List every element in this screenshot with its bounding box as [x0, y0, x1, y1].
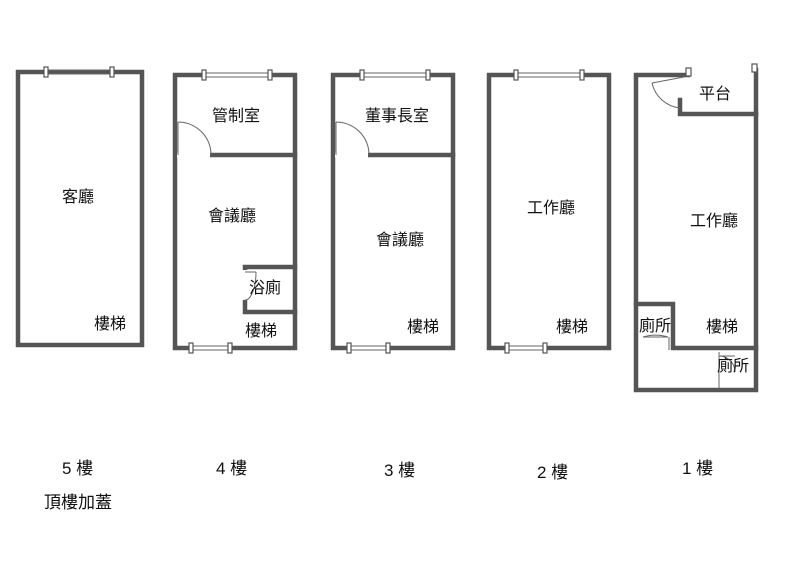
floor-2-window-top [513, 69, 585, 81]
room-label-work-hall: 工作廳 [527, 200, 576, 217]
floor-1-outer-wall [633, 67, 759, 393]
floor-1-plan [633, 63, 759, 393]
floor-label-2: 2 樓 [537, 463, 569, 482]
floor-2-plan [486, 69, 612, 354]
floor-1-door-entry [651, 63, 758, 109]
floor-1-door-restroom-right [718, 352, 736, 388]
room-label-bathroom: 浴廁 [249, 280, 282, 297]
room-label-control-room: 管制室 [212, 108, 261, 125]
floor-5-outer-wall [15, 69, 145, 348]
room-label-stairs: 樓梯 [706, 319, 739, 336]
floor-2-window-bottom [504, 342, 548, 354]
room-label-living-room: 客廳 [62, 189, 95, 206]
room-label-stairs: 樓梯 [407, 319, 440, 336]
floor-label-3: 3 樓 [384, 461, 416, 480]
room-label-restroom: 廁所 [639, 318, 672, 335]
floor-label-5: 5 樓 [62, 459, 94, 478]
floor-3-window-top [359, 69, 431, 81]
floor-4-plan [172, 69, 298, 354]
floor-1-wall-restroom [633, 301, 759, 351]
room-label-platform: 平台 [699, 86, 732, 103]
floor-label-4: 4 樓 [216, 459, 248, 478]
floor-1-wall-platform [677, 97, 759, 117]
room-label-restroom: 廁所 [717, 358, 750, 375]
floor-3-window-bottom [346, 342, 391, 354]
floor-label-1: 1 樓 [682, 459, 714, 478]
room-label-stairs: 樓梯 [245, 323, 278, 340]
floor-4-door-bathroom [242, 270, 257, 301]
floor-1-door-restroom-left [642, 334, 670, 350]
floor-4-window-top [201, 69, 273, 81]
floor-3-plan [330, 69, 456, 354]
room-label-chairman-office: 董事長室 [365, 108, 430, 125]
room-label-work-hall: 工作廳 [690, 213, 739, 230]
floor-note-rooftop-addition: 頂樓加蓋 [44, 493, 112, 512]
floor-4-window-bottom [188, 342, 233, 354]
room-label-meeting-hall: 會議廳 [208, 208, 257, 225]
floor-5-plan [15, 66, 145, 348]
floor-3-door-chairman-room [335, 121, 370, 158]
floor-5-window-top [43, 66, 115, 78]
room-label-stairs: 樓梯 [94, 316, 127, 333]
floor-4-door-control-room [177, 121, 212, 158]
room-label-stairs: 樓梯 [556, 319, 589, 336]
room-label-meeting-hall: 會議廳 [376, 232, 425, 249]
